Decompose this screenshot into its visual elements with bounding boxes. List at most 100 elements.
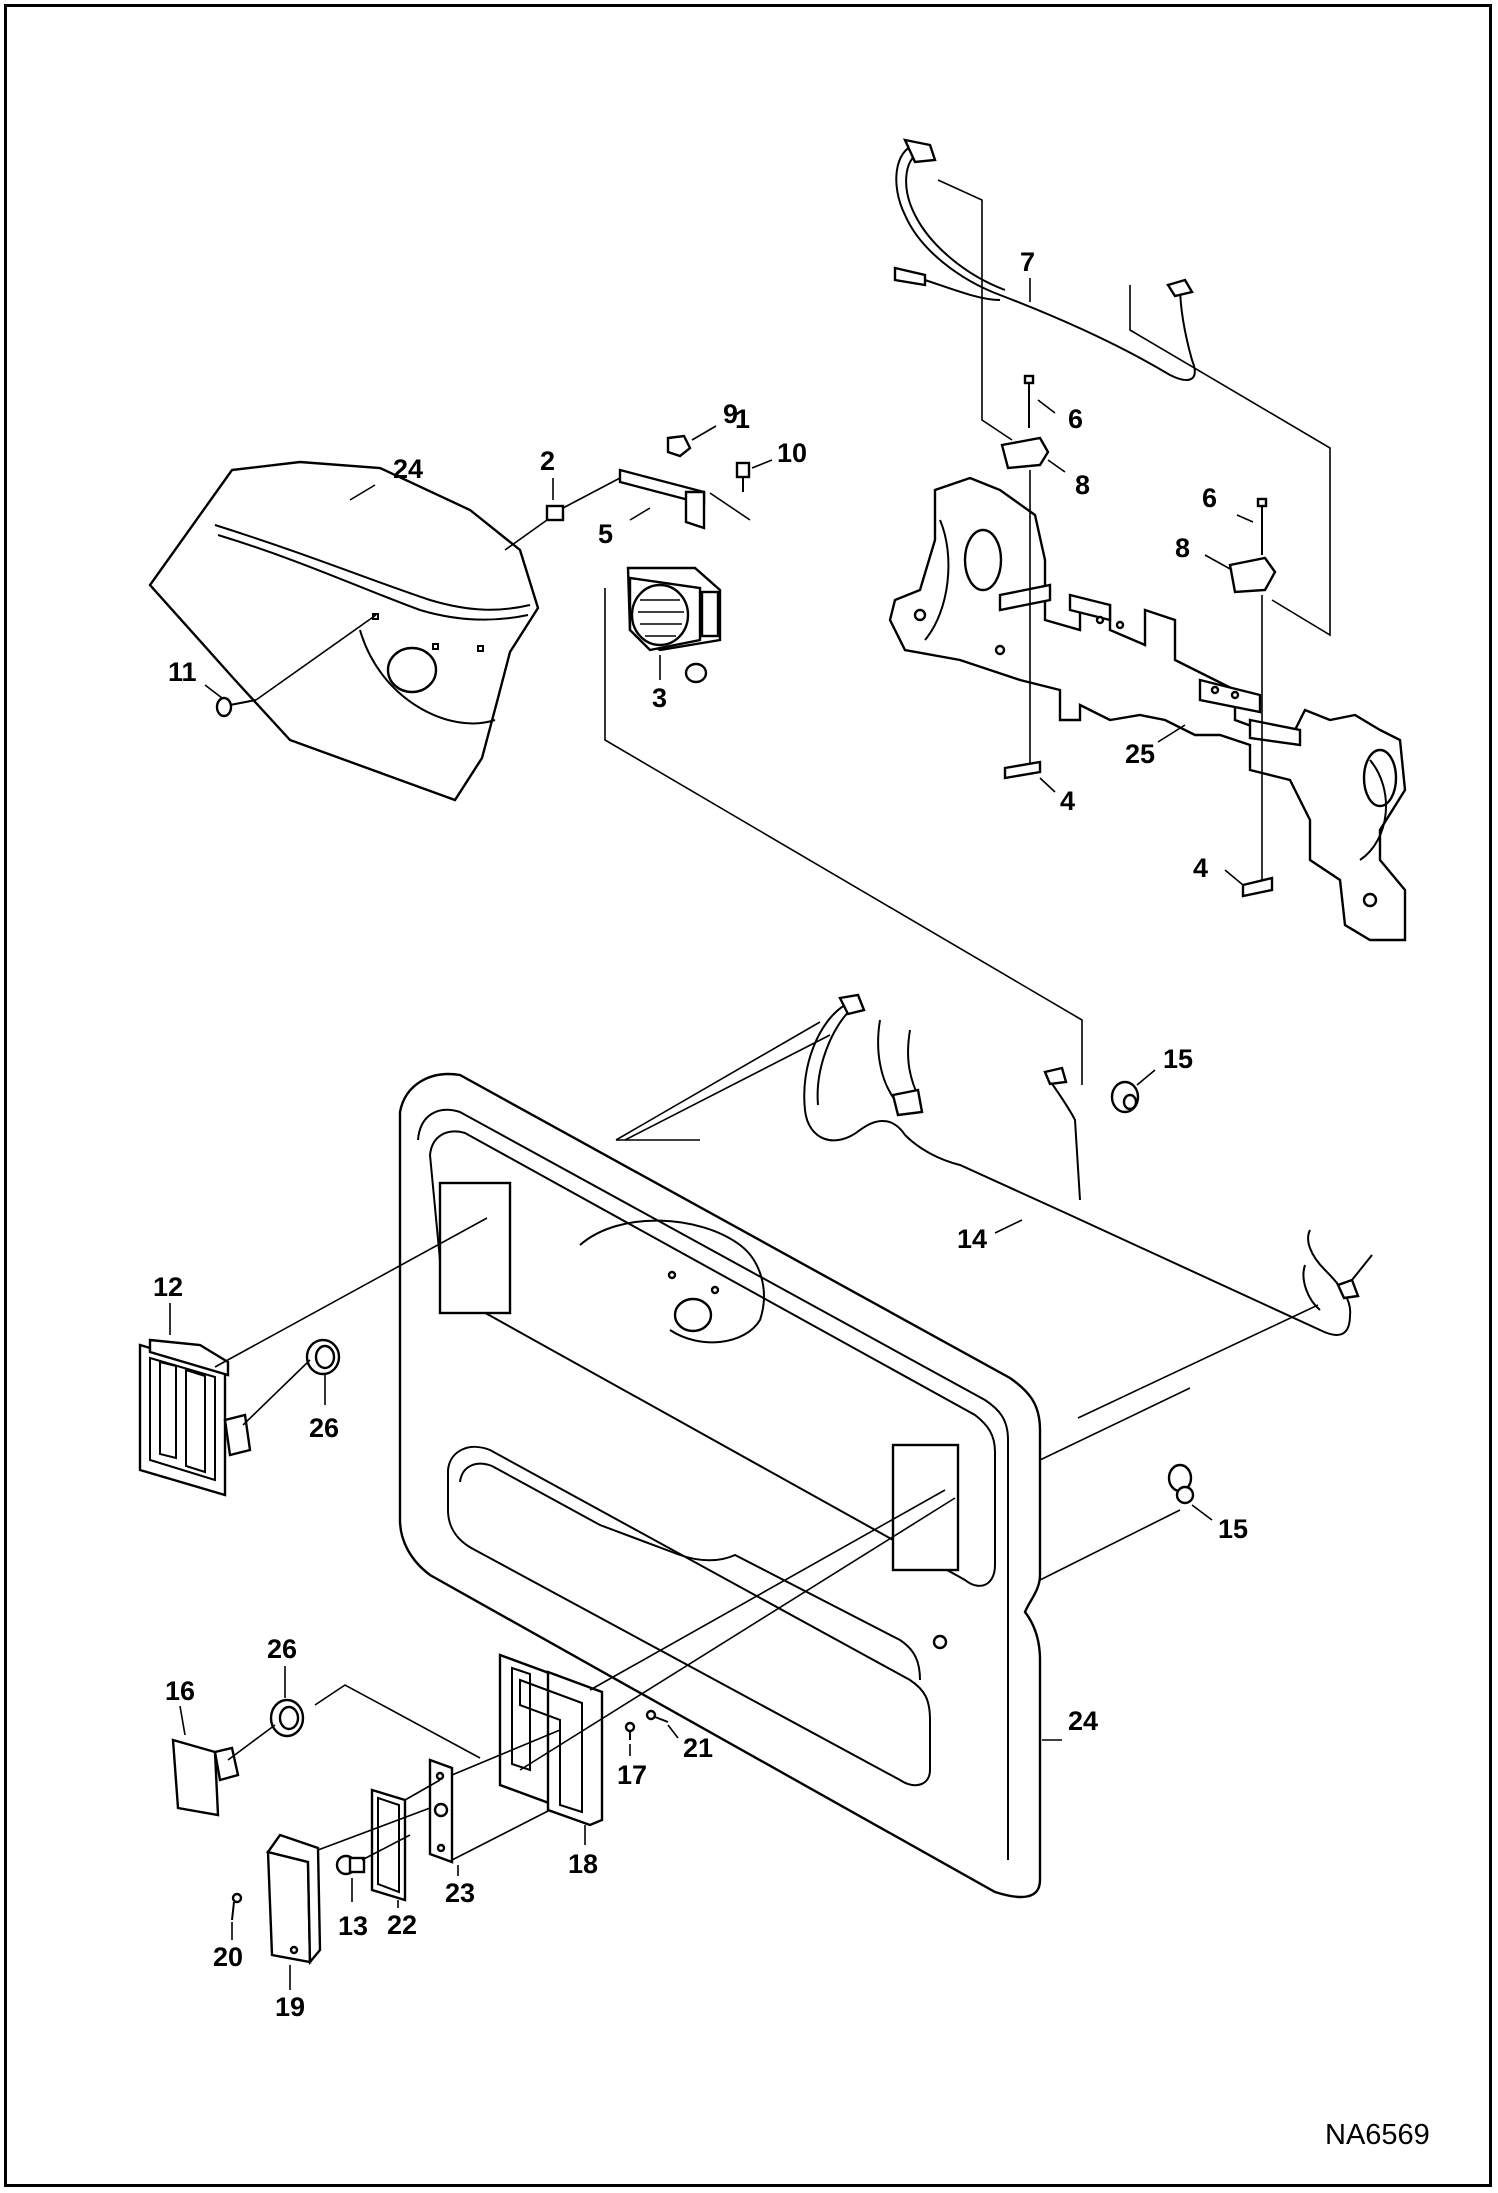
callout-22-label: 22 <box>387 1910 417 1940</box>
callout-1-label: 1 <box>735 404 750 434</box>
part-12-light <box>138 1338 252 1497</box>
callout-4a-label: 4 <box>1060 786 1075 816</box>
part-5-bracket <box>562 468 706 530</box>
panel-depth-line-c <box>624 1034 831 1141</box>
part-8-clamp-b <box>1228 556 1277 594</box>
panel-depth-line-b <box>1039 1509 1181 1581</box>
part-8-clamp-a <box>1000 436 1050 470</box>
upper-panel-section <box>148 460 540 802</box>
callout-20-label: 20 <box>213 1942 243 1972</box>
leader-26a <box>242 1359 311 1426</box>
part-21-screw <box>645 1709 669 1723</box>
leader-7-to-8a <box>937 179 1013 441</box>
leader-24a <box>349 484 376 501</box>
leader-4a <box>1039 777 1056 793</box>
part-6-screw-b <box>1256 497 1268 555</box>
leader-14-to-panel <box>615 1021 821 1141</box>
callout-18-label: 18 <box>568 1849 598 1879</box>
leader-21 <box>667 1724 679 1739</box>
callout-15b-label: 15 <box>1218 1514 1248 1544</box>
callout-16-label: 16 <box>165 1676 195 1706</box>
callout-9-label: 9 <box>723 399 738 429</box>
callout-15a-label: 15 <box>1163 1044 1193 1074</box>
part-4-clip-a <box>1003 760 1042 780</box>
part-22-gasket <box>370 1788 407 1902</box>
callout-23-label: 23 <box>445 1878 475 1908</box>
leader-5 <box>629 507 651 521</box>
callout-13-label: 13 <box>338 1911 368 1941</box>
callout-3-label: 3 <box>652 683 667 713</box>
leader-11 <box>204 684 223 699</box>
part-11-screw <box>215 614 377 718</box>
leader-8b <box>1204 554 1233 571</box>
leader-14 <box>994 1219 1023 1234</box>
leader-18-b <box>589 1489 946 1691</box>
leader-12-to-panel <box>214 1217 488 1368</box>
part-13-bulb <box>335 1854 366 1876</box>
leader-9 <box>691 425 717 441</box>
leader-6a <box>1037 399 1056 414</box>
leader-10 <box>751 459 773 469</box>
callout-8a-label: 8 <box>1075 470 1090 500</box>
leader-7-to-8b <box>1129 285 1331 637</box>
callout-19-label: 19 <box>275 1992 305 2022</box>
callout-10-label: 10 <box>777 438 807 468</box>
leader-23-b <box>451 1809 551 1861</box>
part-3-back-up-alarm <box>626 566 722 652</box>
part-15-grommet-a <box>1110 1080 1140 1114</box>
callout-8b-label: 8 <box>1175 533 1190 563</box>
part-19-lens <box>266 1833 322 1966</box>
callout-24b-label: 24 <box>1068 1706 1098 1736</box>
part-9-nut <box>666 434 692 458</box>
callout-5-label: 5 <box>598 519 613 549</box>
leader-13 <box>361 1834 411 1861</box>
callout-4b-label: 4 <box>1193 853 1208 883</box>
callout-11-label: 11 <box>168 657 197 687</box>
leader-23-a <box>451 1729 561 1776</box>
leader-15a <box>1136 1069 1156 1086</box>
part-25-mount-frame <box>888 476 1407 942</box>
leader-22 <box>404 1779 441 1801</box>
callout-24a-label: 24 <box>393 454 423 484</box>
leader-8a <box>1047 459 1066 473</box>
part-20-screw <box>231 1892 243 1921</box>
callout-2-label: 2 <box>540 446 555 476</box>
callout-6b-label: 6 <box>1202 483 1217 513</box>
panel-depth-line-a <box>1039 1387 1191 1461</box>
callout-26a-label: 26 <box>309 1413 339 1443</box>
part-16-light <box>171 1738 240 1817</box>
part-7-wire-harness <box>893 138 1196 381</box>
part-14-wire-harness <box>803 993 1373 1336</box>
part-17-screw <box>624 1721 636 1740</box>
part-18-lamp-housing <box>498 1653 604 1827</box>
part-26-ring-a <box>305 1338 341 1376</box>
part-10-bolt <box>709 461 751 521</box>
callout-21-label: 21 <box>683 1733 713 1763</box>
callout-6a-label: 6 <box>1068 404 1083 434</box>
callout-26b-label: 26 <box>267 1634 297 1664</box>
callout-17-label: 17 <box>617 1760 647 1790</box>
callout-12-label: 12 <box>153 1272 183 1302</box>
part-23-plate <box>428 1758 454 1864</box>
leader-6b <box>1236 514 1254 523</box>
leader-25 <box>1157 724 1186 743</box>
leader-15b <box>1191 1504 1213 1521</box>
part-6-screw-a <box>1023 374 1035 428</box>
leader-3-to-14 <box>604 588 1083 1085</box>
leader-18-a <box>519 1497 956 1771</box>
leader-19 <box>317 1807 431 1851</box>
panel-depth-line-d <box>1077 1304 1319 1419</box>
part-26-ring-b <box>269 1698 305 1738</box>
part-24-rear-panel <box>398 1072 1042 1899</box>
part-1-nut <box>684 662 708 684</box>
callout-25-label: 25 <box>1125 739 1155 769</box>
leader-4b <box>1224 869 1244 886</box>
part-4-clip-b <box>1241 876 1274 898</box>
callout-7-label: 7 <box>1020 247 1035 277</box>
leader-26b <box>314 1684 481 1759</box>
leader-16-label <box>179 1705 186 1736</box>
part-15-grommet-b <box>1167 1463 1195 1505</box>
drawing-reference-code: NA6569 <box>1325 2119 1430 2151</box>
